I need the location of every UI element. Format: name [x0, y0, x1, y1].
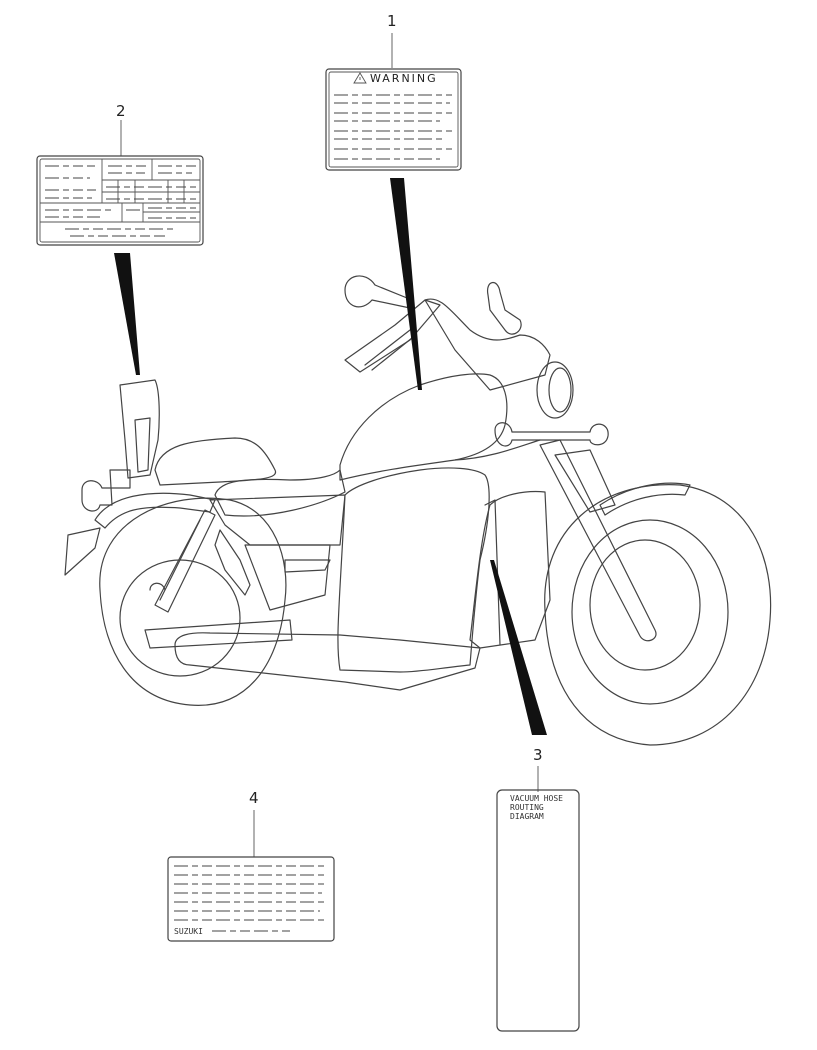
pillion-seat — [154, 437, 277, 486]
info-label — [36, 155, 204, 246]
fuel-tank — [339, 373, 508, 481]
front-wheel-rim — [589, 539, 701, 671]
frame — [209, 494, 346, 546]
warning-triangle-icon — [353, 72, 367, 84]
vacuum-label-line-1: VACUUM HOSE — [510, 794, 563, 803]
rear-turn-signal — [81, 469, 131, 512]
motorcycle-outline — [64, 275, 772, 746]
front-wheel-outer — [544, 484, 772, 746]
front-turn-signal — [494, 422, 609, 447]
callout-number-3: 3 — [533, 746, 543, 764]
front-fork — [539, 439, 657, 642]
rear-wheel-inner — [119, 559, 241, 677]
vacuum-hose-label — [496, 789, 580, 1032]
headlight — [536, 361, 574, 419]
leader-1 — [390, 178, 422, 390]
side-cover — [337, 467, 490, 673]
headstock — [424, 298, 551, 391]
leader-2 — [114, 253, 140, 375]
callout-1: 1 WARNING — [325, 12, 462, 171]
backrest — [119, 379, 160, 479]
engine — [469, 490, 551, 649]
rear-fender — [94, 492, 216, 529]
suzuki-label-footer: SUZUKI — [174, 927, 203, 936]
warning-label-header: WARNING — [370, 72, 438, 85]
exhaust-pipe — [174, 632, 481, 691]
callout-2: 2 — [36, 102, 204, 246]
leader-3 — [490, 560, 547, 735]
handlebar — [344, 299, 441, 373]
seat — [214, 469, 346, 517]
callout-number-1: 1 — [387, 12, 397, 30]
warning-label — [325, 68, 462, 171]
callout-number-4: 4 — [249, 789, 259, 807]
leader-lines — [114, 178, 547, 735]
vacuum-label-line-2: ROUTING — [510, 803, 544, 812]
callout-4: 4 SUZUKI — [167, 789, 335, 942]
callout-3: 3 VACUUM HOSE ROUTING DIAGRAM — [496, 746, 580, 1032]
rear-wheel-outer — [99, 497, 287, 706]
mirror-left — [344, 275, 413, 309]
info-label-4 — [167, 856, 335, 942]
front-fender — [599, 482, 691, 516]
rear-shock — [154, 509, 216, 613]
vacuum-label-line-3: DIAGRAM — [510, 812, 544, 821]
front-wheel-inner — [571, 519, 729, 705]
callout-number-2: 2 — [116, 102, 126, 120]
mirror-right — [486, 282, 522, 335]
